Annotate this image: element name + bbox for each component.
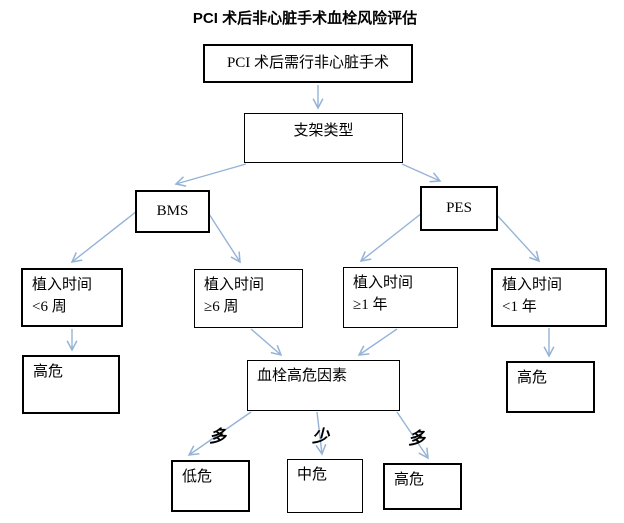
- implant-time-value: <6 周: [32, 299, 67, 315]
- node-high-risk-right: 高危: [506, 361, 595, 413]
- node-thrombosis-factors-label: 血栓高危因素: [257, 368, 348, 384]
- node-high-risk-right-label: 高危: [517, 370, 548, 386]
- node-stent-type-label: 支架类型: [293, 123, 354, 139]
- edge-label-many-to-high: 多: [408, 429, 425, 448]
- node-implant-time-lt6w: 植入时间 <6 周: [21, 268, 123, 327]
- arrow-stent-to-pes: [401, 163, 442, 183]
- node-bms: BMS: [135, 190, 210, 233]
- arrow-stent-to-bms: [174, 163, 247, 187]
- node-implant-time-ge1y: 植入时间 ≥1 年: [343, 267, 458, 328]
- implant-time-value: ≥1 年: [353, 297, 388, 313]
- node-medium-risk-label: 中危: [297, 467, 328, 483]
- node-high-risk-bottom: 高危: [383, 463, 462, 510]
- node-pes-label: PES: [446, 200, 472, 216]
- arrow-pes-to-lt1y: [495, 213, 541, 263]
- node-high-risk-left-label: 高危: [33, 364, 64, 380]
- page-title: PCI 术后非心脏手术血栓风险评估: [192, 10, 418, 27]
- arrow-ge1y-to-factors: [357, 328, 398, 356]
- arrow-ge6w-to-factors: [250, 328, 283, 357]
- node-start: PCI 术后需行非心脏手术: [203, 44, 413, 83]
- node-pes: PES: [420, 186, 498, 231]
- node-high-risk-left: 高危: [22, 355, 120, 414]
- node-stent-type: 支架类型: [244, 113, 403, 163]
- implant-time-value: <1 年: [502, 299, 537, 315]
- arrow-factors-to-low: [187, 411, 252, 456]
- implant-time-label: 植入时间: [502, 277, 563, 293]
- node-start-label: PCI 术后需行非心脏手术: [226, 55, 390, 71]
- node-implant-time-ge6w: 植入时间 ≥6 周: [194, 269, 303, 328]
- node-high-risk-bottom-label: 高危: [394, 472, 425, 488]
- node-implant-time-lt1y: 植入时间 <1 年: [491, 268, 607, 327]
- implant-time-label: 植入时间: [204, 277, 265, 293]
- edge-label-few-to-medium: 少: [312, 427, 329, 446]
- arrow-bms-to-lt6w: [70, 210, 138, 264]
- node-medium-risk: 中危: [287, 459, 363, 513]
- arrow-bms-to-ge6w: [208, 213, 241, 264]
- node-low-risk: 低危: [171, 460, 250, 512]
- implant-time-label: 植入时间: [353, 275, 414, 291]
- implant-time-value: ≥6 周: [204, 299, 239, 315]
- implant-time-label: 植入时间: [32, 277, 93, 293]
- arrow-factors-to-medium: [315, 411, 327, 456]
- node-thrombosis-factors: 血栓高危因素: [247, 360, 400, 411]
- node-low-risk-label: 低危: [182, 469, 213, 485]
- arrow-pes-to-ge1y: [359, 212, 423, 263]
- node-bms-label: BMS: [156, 203, 189, 219]
- edge-label-many-to-low: 多: [209, 427, 226, 446]
- arrow-factors-to-high: [396, 411, 429, 460]
